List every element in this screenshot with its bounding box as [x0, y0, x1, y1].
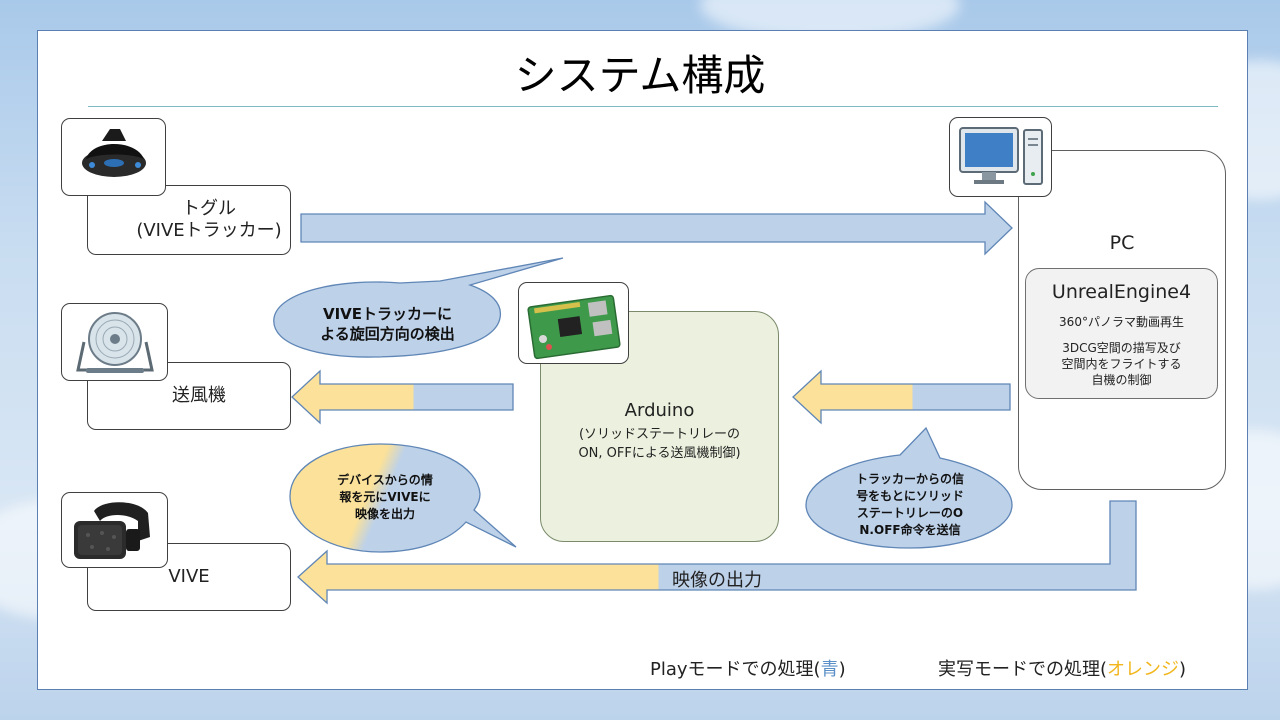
- toggle-label: トグル: [182, 198, 236, 219]
- arduino-label: Arduino: [624, 400, 695, 421]
- bubble-device-line-2: 報を元にVIVEに: [339, 490, 431, 504]
- bubble-relay-line-3: ステートリレーのO: [856, 506, 964, 520]
- circuit-board-icon: [527, 294, 621, 360]
- arrow-toggle-to-pc: [300, 200, 1013, 256]
- engine-task-3dcg-2: 空間内をフライトする: [1061, 357, 1182, 371]
- bubble-detect-line-2: よる旋回方向の検出: [320, 325, 455, 343]
- bubble-detect-text: VIVEトラッカーに よる旋回方向の検出: [280, 304, 495, 344]
- bubble-device: [289, 443, 517, 553]
- arduino-sub-2: ON, OFFによる送風機制御): [578, 446, 741, 461]
- arduino-sub-1: (ソリッドステートリレーの: [578, 427, 741, 442]
- title-divider: [88, 106, 1218, 107]
- legend-play-mode: Playモードでの処理(青): [650, 655, 846, 681]
- bubble-device-text: デバイスからの情 報を元にVIVEに 映像を出力: [300, 472, 470, 523]
- fan-label: 送風機: [172, 385, 226, 406]
- arrow-pc-to-vive: [297, 500, 1137, 605]
- toggle-box: トグル (VIVEトラッカー): [87, 185, 291, 255]
- legend-play-text: Playモードでの処理(: [650, 659, 821, 680]
- vr-headset-icon: [74, 502, 150, 559]
- vive-tracker-icon: [82, 129, 146, 177]
- legend-real-close: ): [1179, 659, 1187, 680]
- bubble-relay: [805, 426, 1013, 549]
- legend-real-mode: 実写モードでの処理(オレンジ): [938, 655, 1186, 681]
- legend-real-color: オレンジ: [1107, 659, 1180, 680]
- bubble-relay-line-4: N.OFF命令を送信: [859, 523, 961, 537]
- pc-image: [949, 117, 1052, 197]
- engine-box: UnrealEngine4 360°パノラマ動画再生 3DCG空間の描写及び 空…: [1025, 268, 1218, 399]
- video-output-label: 映像の出力: [672, 570, 762, 591]
- fan-image: [61, 303, 168, 381]
- vive-label: VIVE: [168, 566, 210, 587]
- pc-label: PC: [1109, 232, 1135, 254]
- bubble-relay-line-2: 号をもとにソリッド: [856, 489, 964, 503]
- legend-play-color: 青: [820, 659, 839, 680]
- engine-task-panorama: 360°パノラマ動画再生: [1059, 315, 1184, 329]
- toggle-sublabel: (VIVEトラッカー): [136, 220, 282, 241]
- bubble-device-line-3: 映像を出力: [354, 507, 415, 521]
- arrow-pc-to-arduino: [792, 369, 1011, 425]
- bubble-relay-text: トラッカーからの信 号をもとにソリッド ステートリレーのO N.OFF命令を送信: [815, 471, 1005, 539]
- legend-play-close: ): [838, 659, 846, 680]
- engine-task-3dcg-3: 自機の制御: [1091, 373, 1152, 387]
- headset-image: [61, 492, 168, 568]
- page-title: システム構成: [514, 51, 766, 100]
- bubble-detect-line-1: VIVEトラッカーに: [322, 305, 453, 323]
- legend-real-text: 実写モードでの処理(: [938, 659, 1108, 680]
- desk-fan-icon: [76, 312, 154, 373]
- tracker-image: [61, 118, 166, 196]
- bubble-relay-line-1: トラッカーからの信: [855, 472, 964, 486]
- desktop-computer-icon: [959, 127, 1043, 185]
- bubble-device-line-1: デバイスからの情: [337, 473, 433, 487]
- arrow-arduino-to-fan: [291, 369, 514, 425]
- bubble-detect: [273, 257, 564, 358]
- arduino-image: [518, 282, 629, 364]
- arduino-text: Arduino (ソリッドステートリレーの ON, OFFによる送風機制御): [540, 400, 779, 461]
- engine-label: UnrealEngine4: [1051, 281, 1192, 303]
- engine-task-3dcg-1: 3DCG空間の描写及び: [1062, 341, 1181, 355]
